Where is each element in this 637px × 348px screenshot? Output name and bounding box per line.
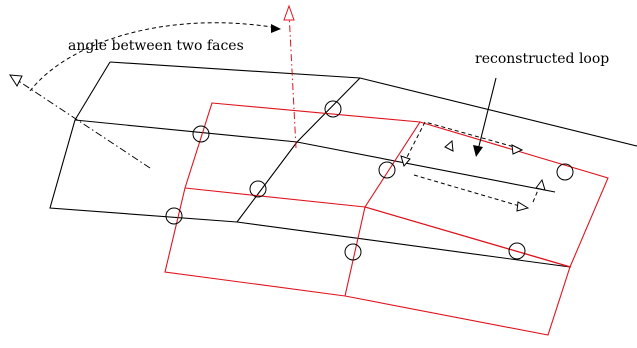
black-outline: [49, 61, 637, 268]
intersection-circle: [508, 242, 526, 260]
loop-pointer-line: [477, 77, 497, 151]
red-normal-arrowhead: [283, 4, 295, 21]
red-face-normal: [288, 11, 297, 149]
intersection-markers: [165, 100, 574, 261]
black-normal-arrowhead: [9, 74, 23, 88]
loop-arrowhead: [444, 139, 454, 152]
intersection-circle: [249, 180, 267, 198]
black-face-normal: [13, 77, 151, 169]
loop-label: reconstructed loop: [475, 51, 609, 67]
reconstructed-loop: [400, 121, 546, 212]
angle-label: angle between two faces: [68, 38, 244, 54]
face-normals: [9, 4, 297, 169]
angle-arc-arrowhead: [271, 24, 281, 33]
intersection-circle: [556, 163, 574, 181]
loop-arrowhead: [516, 201, 530, 212]
intersection-circle: [344, 243, 362, 261]
loop-arrowhead: [400, 155, 411, 168]
intersection-circle: [192, 125, 210, 143]
angle-arc: [29, 22, 279, 92]
intersection-circle: [378, 161, 396, 179]
loop-arrowhead: [535, 178, 546, 191]
loop-pointer-arrowhead: [473, 145, 483, 157]
intersection-circle: [324, 100, 342, 118]
loop-arrowhead: [511, 144, 524, 155]
red-outline: [164, 102, 609, 336]
red-col-line-2: [364, 206, 571, 268]
red-row-line: [184, 187, 572, 268]
black-mesh: [49, 61, 637, 268]
intersection-circle: [165, 207, 183, 225]
loop-upper-path: [403, 121, 519, 164]
red-mesh: [164, 102, 609, 336]
red-col-line-1: [344, 121, 421, 297]
loop-lower-path: [413, 174, 524, 208]
